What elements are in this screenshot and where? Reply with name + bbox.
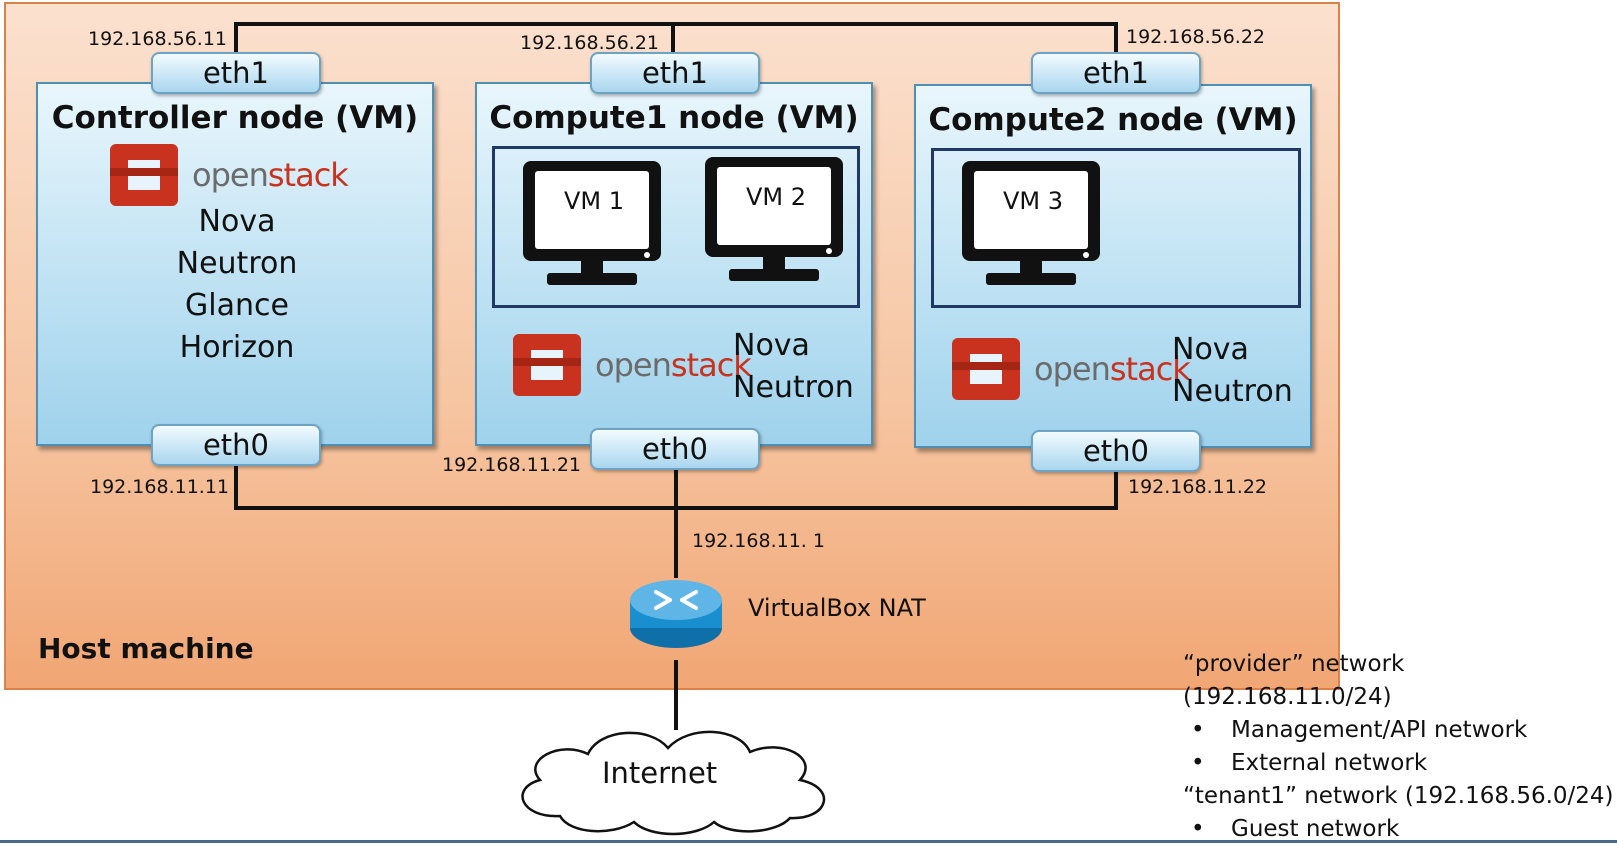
compute1-node: Compute1 node (VM) VM 1 VM 2 bbox=[475, 82, 873, 446]
vm-3: VM 3 bbox=[958, 157, 1108, 297]
monitor-icon bbox=[962, 161, 1100, 285]
internet-label: Internet bbox=[602, 756, 718, 790]
openstack-logo-text: openstack bbox=[192, 156, 349, 194]
compute2-eth1-ip: 192.168.56.22 bbox=[1126, 26, 1266, 48]
controller-eth1-port: eth1 bbox=[151, 52, 321, 94]
service-neutron: Neutron bbox=[176, 246, 298, 281]
controller-eth0-ip: 192.168.11.11 bbox=[90, 476, 230, 498]
router-label: VirtualBox NAT bbox=[748, 594, 926, 622]
compute1-eth1-port: eth1 bbox=[590, 52, 760, 94]
compute1-eth1-ip: 192.168.56.21 bbox=[520, 32, 660, 54]
legend-provider-item: External network bbox=[1183, 747, 1617, 780]
legend-provider-item: Management/API network bbox=[1183, 714, 1617, 747]
legend-tenant-item: Guest network bbox=[1183, 813, 1617, 846]
openstack-logo: openstack bbox=[104, 140, 349, 220]
tenant-network-line bbox=[234, 22, 1118, 62]
vm-1-label: VM 1 bbox=[563, 187, 625, 215]
cloud-icon bbox=[521, 730, 826, 836]
openstack-logo-text: openstack bbox=[1034, 350, 1191, 388]
compute2-eth1-port: eth1 bbox=[1031, 52, 1201, 94]
network-legend: “provider” network (192.168.11.0/24) Man… bbox=[1183, 648, 1617, 846]
monitor-icon bbox=[705, 157, 843, 281]
compute1-eth0-ip: 192.168.11.21 bbox=[442, 454, 582, 476]
controller-node-title: Controller node (VM) bbox=[51, 100, 419, 136]
service-nova: Nova bbox=[1172, 332, 1249, 367]
openstack-logo-icon bbox=[513, 334, 581, 396]
controller-eth1-ip: 192.168.56.11 bbox=[88, 28, 228, 50]
legend-provider: “provider” network (192.168.11.0/24) bbox=[1183, 651, 1405, 710]
compute2-node: Compute2 node (VM) VM 3 openstack Nova N… bbox=[914, 84, 1312, 448]
openstack-logo: openstack bbox=[946, 334, 1191, 414]
vm-3-label: VM 3 bbox=[1002, 187, 1064, 215]
compute1-eth0-port: eth0 bbox=[590, 428, 760, 470]
router-icon bbox=[630, 580, 722, 648]
service-neutron: Neutron bbox=[733, 370, 854, 405]
compute2-eth0-port: eth0 bbox=[1031, 430, 1201, 472]
vm-2-label: VM 2 bbox=[745, 183, 807, 211]
vm-1: VM 1 bbox=[519, 157, 669, 297]
service-glance: Glance bbox=[185, 288, 289, 323]
controller-node: Controller node (VM) openstack Nova Neut… bbox=[36, 82, 434, 446]
gateway-ip: 192.168.11. 1 bbox=[692, 530, 825, 552]
bottom-border bbox=[0, 840, 1617, 843]
compute1-vm-container: VM 1 VM 2 bbox=[492, 146, 860, 308]
compute2-node-title: Compute2 node (VM) bbox=[928, 102, 1298, 138]
service-horizon: Horizon bbox=[179, 330, 295, 365]
compute2-vm-container: VM 3 bbox=[931, 148, 1301, 308]
service-nova: Nova bbox=[198, 204, 276, 239]
openstack-logo-text: openstack bbox=[595, 346, 752, 384]
compute1-node-title: Compute1 node (VM) bbox=[489, 100, 859, 136]
service-neutron: Neutron bbox=[1172, 374, 1293, 409]
openstack-logo-icon bbox=[110, 144, 178, 206]
host-machine-label: Host machine bbox=[38, 632, 254, 665]
controller-eth0-port: eth0 bbox=[151, 424, 321, 466]
openstack-logo-icon bbox=[952, 338, 1020, 400]
openstack-logo: openstack bbox=[507, 330, 752, 410]
monitor-icon bbox=[523, 161, 661, 285]
legend-tenant: “tenant1” network (192.168.56.0/24) bbox=[1183, 783, 1614, 809]
service-nova: Nova bbox=[733, 328, 810, 363]
vm-2: VM 2 bbox=[701, 153, 851, 293]
compute2-eth0-ip: 192.168.11.22 bbox=[1128, 476, 1268, 498]
